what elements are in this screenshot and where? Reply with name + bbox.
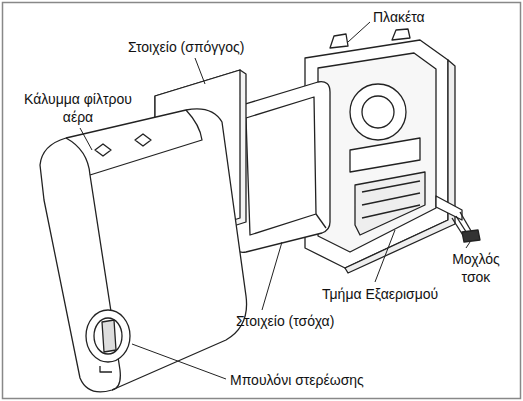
part-label: Πλακέτα [373, 8, 425, 26]
part-label: Στοιχείο (σπόγγος) [128, 38, 245, 56]
part-label: Τμήμα Εξαερισμού [322, 285, 438, 303]
part-label: Μοχλός τσοκ [443, 250, 509, 286]
leader-lines [80, 22, 470, 379]
part-label: Μπουλόνι στερέωσης [230, 371, 364, 389]
part-label: Κάλυμμα φίλτρου αέρα [24, 90, 132, 126]
part-label: Στοιχείο (τσόχα) [236, 312, 334, 330]
